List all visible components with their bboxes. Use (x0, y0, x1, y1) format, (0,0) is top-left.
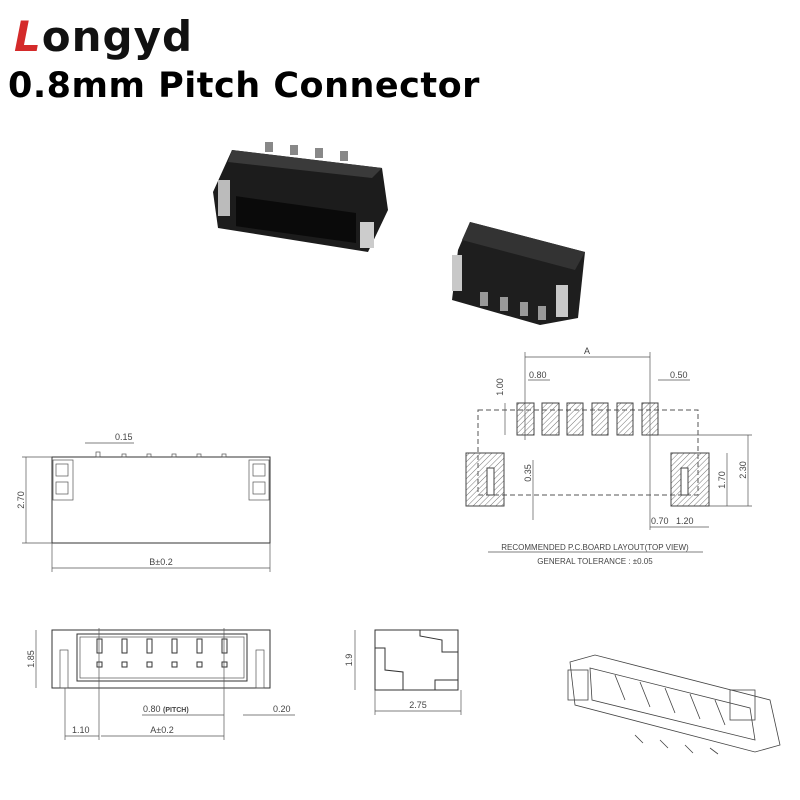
product-photo-back (452, 222, 585, 325)
bottom-side-dim: 1.10 (72, 725, 90, 735)
side-height-dim: 1.9 (344, 654, 354, 667)
pcb-anchor-height-dim: 1.70 (717, 471, 727, 489)
brand-name: Longyd (14, 12, 194, 61)
pcb-layout-drawing: A 0.80 0.50 1.00 0.35 1.70 2.30 0.70 1.2… (465, 346, 752, 566)
pcb-total-height-dim: 2.30 (738, 461, 748, 479)
pcb-gap-dim: 0.70 (651, 516, 669, 526)
pcb-offset-dim: 0.35 (523, 464, 533, 482)
pcb-tolerance-note: GENERAL TOLERANCE : ±0.05 (537, 557, 653, 566)
bottom-pitch-dim: 0.80 (143, 704, 161, 714)
pcb-pitch-dim: 0.80 (529, 370, 547, 380)
bottom-a-dim: A±0.2 (150, 725, 173, 735)
front-height-dim: 2.70 (16, 491, 26, 509)
bottom-view-drawing: 1.85 1.10 A±0.2 0.80 (PITCH) 0.20 (26, 628, 295, 740)
front-width-dim: B±0.2 (149, 557, 172, 567)
bottom-edge-dim: 0.20 (273, 704, 291, 714)
pcb-a-dim: A (584, 346, 590, 356)
front-tab-dim: 0.15 (115, 432, 133, 442)
product-photo-front (213, 142, 388, 252)
pcb-anchor-width-dim: 1.20 (676, 516, 694, 526)
side-view-drawing: 1.9 2.75 (344, 629, 462, 715)
isometric-drawing (567, 654, 781, 755)
front-view-drawing: 2.70 0.15 B±0.2 (16, 432, 271, 572)
side-depth-dim: 2.75 (409, 700, 427, 710)
page-title: 0.8mm Pitch Connector (8, 66, 480, 106)
bottom-height-dim: 1.85 (26, 650, 36, 668)
pcb-pad-width-dim: 0.50 (670, 370, 688, 380)
pcb-layout-caption: RECOMMENDED P.C.BOARD LAYOUT(TOP VIEW) (501, 543, 689, 552)
bottom-pitch-label: (PITCH) (163, 707, 189, 714)
pcb-pad-length-dim: 1.00 (495, 378, 505, 396)
